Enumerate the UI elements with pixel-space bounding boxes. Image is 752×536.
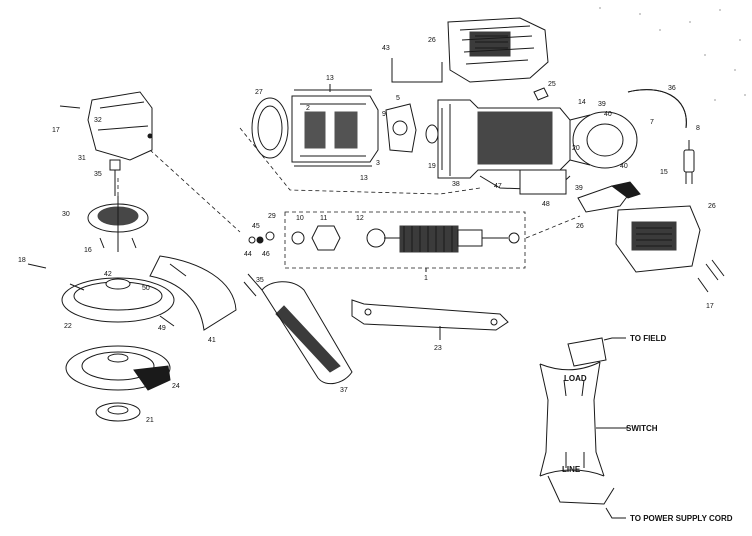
label-13: 13 — [326, 75, 334, 82]
part-48 — [519, 169, 567, 195]
wheel-guard — [149, 255, 237, 331]
armature-group-box — [284, 211, 526, 269]
bracket-43 — [391, 58, 443, 83]
label-40-top: 40 — [604, 111, 612, 118]
label-30: 30 — [62, 211, 70, 218]
label-22: 22 — [64, 323, 72, 330]
label-20: 20 — [572, 145, 580, 152]
screw-18 — [27, 263, 47, 269]
backing-pad — [61, 277, 175, 327]
label-15: 15 — [660, 169, 668, 176]
label-11: 11 — [320, 215, 327, 222]
label-19: 19 — [428, 163, 436, 170]
label-18: 18 — [18, 257, 26, 264]
wiring-to-field: TO FIELD — [630, 334, 667, 343]
label-25: 25 — [548, 81, 556, 88]
label-23: 23 — [434, 345, 442, 352]
label-10: 10 — [296, 215, 304, 222]
switch-trigger — [577, 181, 641, 213]
spindle-gear-30 — [87, 196, 149, 252]
label-39-top: 39 — [598, 101, 606, 108]
label-37: 37 — [340, 387, 348, 394]
label-45: 45 — [252, 223, 260, 230]
wiring-switch: SWITCH — [626, 424, 658, 433]
label-17-rear: 17 — [706, 303, 714, 310]
assembly-line-lower — [149, 149, 581, 239]
label-43: 43 — [382, 45, 390, 52]
scan-noise — [599, 7, 746, 101]
label-16: 16 — [84, 247, 92, 254]
gear-case — [59, 91, 153, 161]
motor-housing — [437, 99, 638, 179]
plug-15 — [683, 140, 695, 184]
label-1: 1 — [424, 275, 428, 282]
wiring-line: LINE — [562, 465, 581, 474]
wiring-load: LOAD — [564, 374, 587, 383]
label-24: 24 — [172, 383, 180, 390]
label-29: 29 — [268, 213, 276, 220]
label-26-top: 26 — [428, 37, 436, 44]
label-46: 46 — [262, 251, 270, 258]
top-housing-cover — [447, 17, 549, 83]
label-12: 12 — [356, 215, 364, 222]
label-35-handle: 35 — [256, 277, 264, 284]
label-17-gear: 17 — [52, 127, 60, 134]
label-26-rear: 26 — [708, 203, 716, 210]
part-25 — [533, 87, 549, 101]
label-26-switch: 26 — [576, 223, 584, 230]
wiring-diagram — [539, 337, 628, 519]
label-7: 7 — [650, 119, 654, 126]
label-35-gear: 35 — [94, 171, 102, 178]
label-39-low: 39 — [575, 185, 583, 192]
label-42: 42 — [104, 271, 112, 278]
brush-holder-plate — [385, 103, 439, 153]
label-49: 49 — [158, 325, 166, 332]
armature-assembly — [248, 225, 520, 253]
label-13-lower: 13 — [360, 175, 368, 182]
label-38: 38 — [452, 181, 460, 188]
label-44: 44 — [244, 251, 252, 258]
label-9: 9 — [382, 111, 386, 118]
rear-cover — [615, 205, 725, 293]
label-32: 32 — [94, 117, 102, 124]
label-3: 3 — [376, 160, 380, 167]
label-21: 21 — [146, 417, 154, 424]
spanner-wrench — [351, 299, 509, 331]
label-40-low: 40 — [620, 163, 628, 170]
assembly-line-upper — [239, 127, 481, 195]
label-5: 5 — [396, 95, 400, 102]
label-50: 50 — [142, 285, 150, 292]
label-36: 36 — [668, 85, 676, 92]
label-47: 47 — [494, 183, 502, 190]
part-35-gear-pin — [109, 159, 121, 196]
label-41: 41 — [208, 337, 216, 344]
field-assembly — [251, 89, 379, 167]
label-2: 2 — [306, 105, 310, 112]
power-cord — [627, 89, 687, 129]
label-14: 14 — [578, 99, 586, 106]
grinding-wheel — [65, 345, 171, 391]
wiring-to-power-supply-cord: TO POWER SUPPLY CORD — [630, 514, 733, 523]
label-27: 27 — [255, 89, 263, 96]
side-handle — [243, 273, 353, 385]
label-48: 48 — [542, 201, 550, 208]
power-cord-inner — [627, 89, 687, 129]
label-31: 31 — [78, 155, 86, 162]
clamp-nut — [95, 402, 141, 422]
label-8: 8 — [696, 125, 700, 132]
